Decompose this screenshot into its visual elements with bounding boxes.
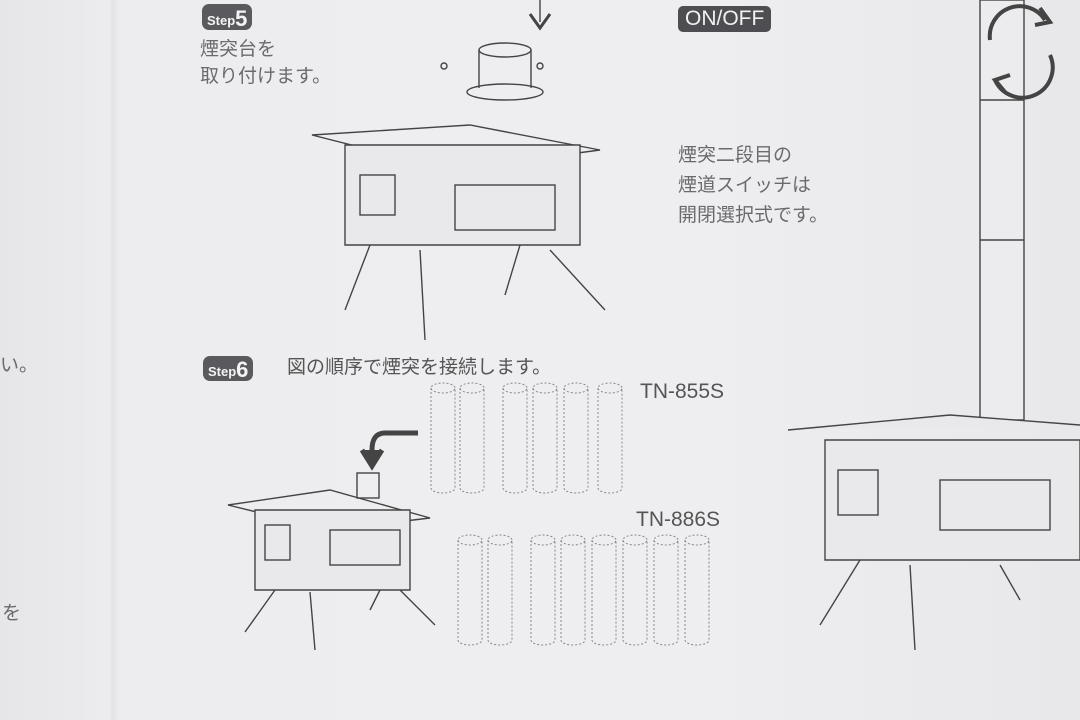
chimney-pipe	[532, 382, 558, 494]
chimney-pipe	[597, 382, 623, 494]
chimney-pipe	[459, 382, 485, 494]
fragment-text: い。	[0, 354, 39, 376]
model-label-tn886s: TN-886S	[636, 508, 721, 531]
chimney-pipe	[560, 534, 586, 646]
stove-illustration-step5	[311, 124, 606, 341]
chimney-pipe	[430, 382, 456, 494]
chimney-pipe	[457, 534, 483, 646]
onoff-label: ON/OFF	[678, 6, 772, 32]
rotate-icon	[987, 4, 1055, 100]
step5-text: 煙突台を 取り付けます。	[200, 38, 332, 87]
switch-note: 煙突二段目の 煙道スイッチは 開閉選択式です。	[678, 144, 829, 226]
stove-with-chimney-illustration	[787, 0, 1080, 651]
chimney-pipe	[591, 534, 617, 646]
chimney-pipe	[530, 534, 556, 646]
model-label-tn855s: TN-855S	[640, 380, 725, 403]
left-page-fragment: い。	[0, 352, 38, 379]
chimney-pipe	[563, 382, 589, 494]
chimney-pipe	[653, 534, 679, 646]
chimney-pipe	[622, 534, 648, 646]
down-arrow-icon	[528, 0, 552, 31]
chimney-pipe	[502, 382, 528, 494]
fragment-text: を	[2, 602, 22, 624]
curved-arrow-icon	[359, 430, 418, 471]
chimney-base-illustration	[440, 42, 544, 101]
step6-text: 図の順序で煙突を接続します。	[287, 356, 552, 378]
left-page-fragment: を	[2, 600, 21, 627]
chimney-pipe	[487, 534, 513, 646]
stove-illustration-step6	[227, 472, 436, 651]
chimney-pipe	[684, 534, 710, 646]
